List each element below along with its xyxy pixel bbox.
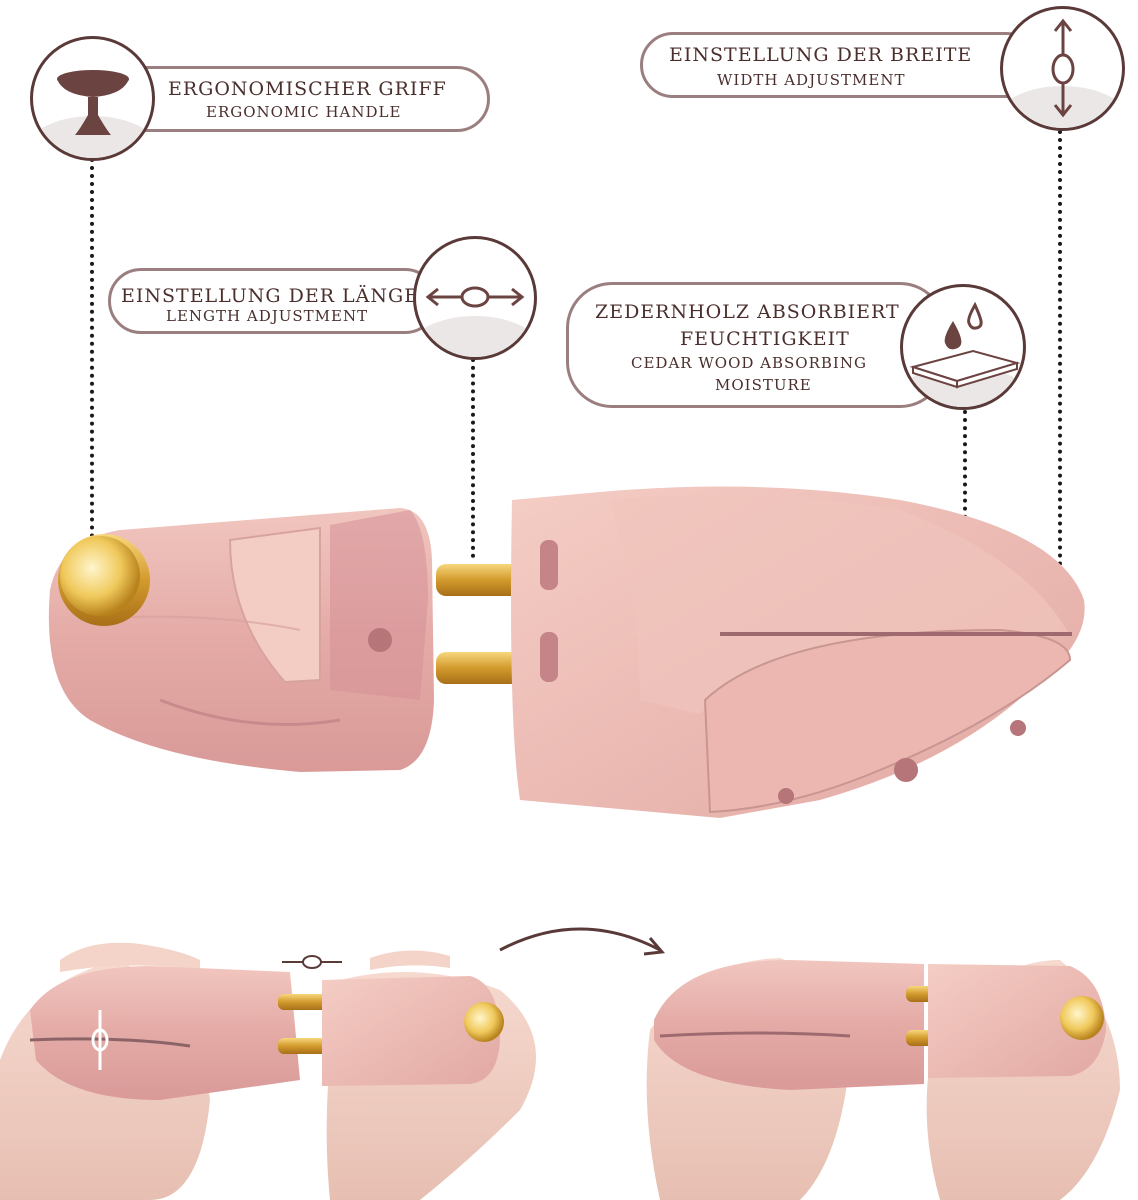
demo-width-marker — [91, 1010, 109, 1070]
moisture-leader-line — [963, 410, 967, 535]
forefoot-block — [511, 486, 1085, 818]
width-leader-line — [1058, 130, 1062, 630]
length-callout: Einstellung der Länge Length Adjustment — [108, 268, 438, 334]
length-icon-badge — [413, 236, 537, 360]
water-drops-icon — [909, 301, 1021, 389]
demo-right-shoe-tree — [654, 960, 1106, 1090]
moisture-title-line1: Zedernholz absorbiert — [595, 301, 900, 323]
length-subtitle: Length Adjustment — [166, 307, 369, 325]
handle-icon-badge — [30, 36, 155, 161]
width-adjust-icon — [1051, 18, 1075, 118]
demo-left-shoe-tree — [29, 966, 504, 1100]
handle-icon — [57, 70, 129, 135]
demo-length-marker — [282, 955, 342, 969]
width-title: Einstellung der Breite — [669, 44, 973, 66]
moisture-icon-badge — [900, 284, 1026, 410]
width-callout: Einstellung der Breite Width Adjustment — [640, 32, 1040, 98]
width-subtitle: Width Adjustment — [717, 71, 906, 89]
brass-knob — [58, 534, 150, 626]
moisture-subtitle-line2: Moisture — [715, 376, 812, 394]
curved-arrow-icon — [499, 927, 665, 956]
width-icon-badge — [1000, 6, 1125, 131]
handle-leader-line — [90, 158, 94, 538]
moisture-callout: Zedernholz absorbiert Feuchtigkeit Cedar… — [566, 282, 946, 408]
length-leader-line — [471, 358, 475, 558]
length-adjust-icon — [425, 286, 525, 308]
handle-title: Ergonomischer Griff — [168, 78, 447, 100]
length-title: Einstellung der Länge — [121, 285, 420, 307]
handle-subtitle: Ergonomic Handle — [206, 103, 402, 121]
moisture-title-line2: Feuchtigkeit — [680, 328, 850, 350]
handle-callout: Ergonomischer Griff Ergonomic Handle — [110, 66, 490, 132]
moisture-subtitle-line1: Cedar Wood Absorbing — [631, 354, 867, 372]
